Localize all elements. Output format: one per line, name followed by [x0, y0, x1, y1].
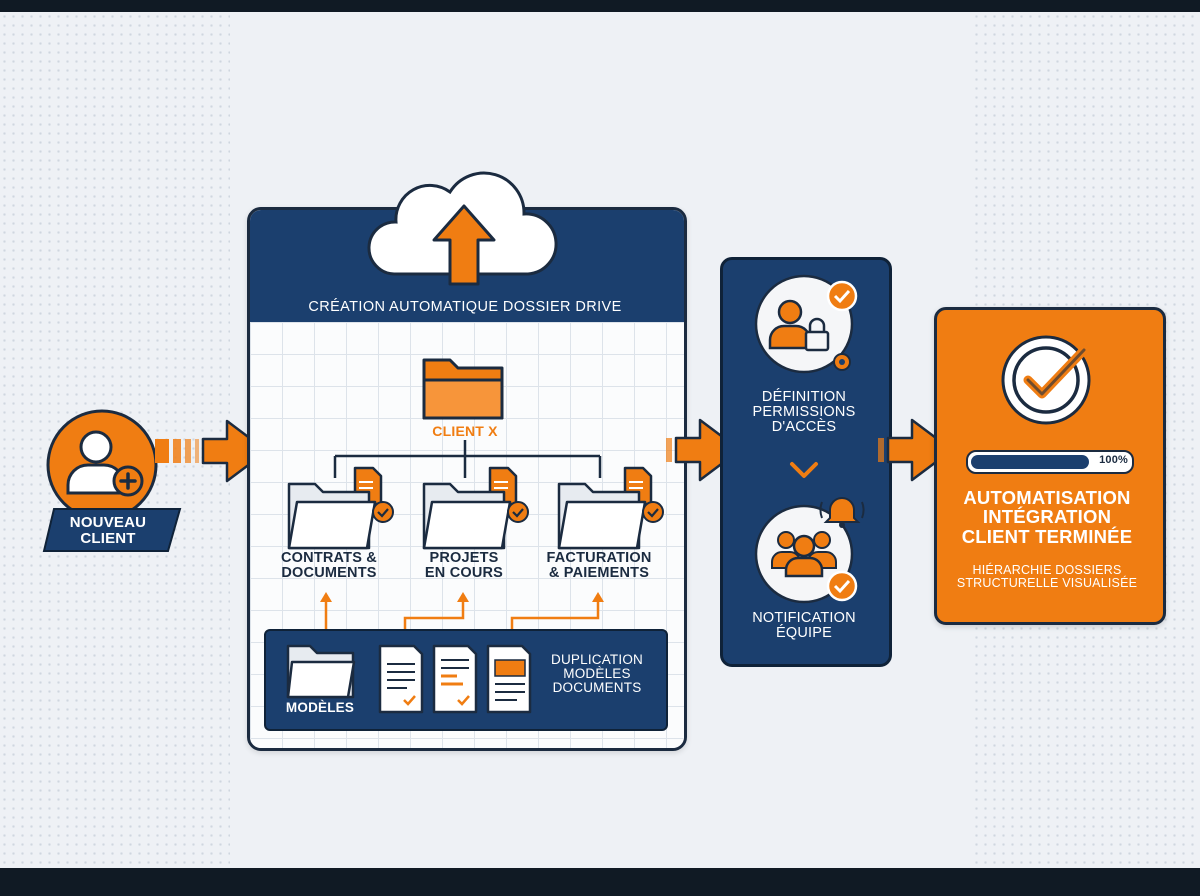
check-circle-large-icon: [1001, 335, 1091, 425]
subfolder-icon-3: [557, 466, 664, 550]
permissions-line1: DÉFINITION: [761, 389, 847, 405]
new-client-label-line2: CLIENT: [80, 529, 136, 547]
diagram-canvas: NOUVEAU CLIENT CRÉATION AUTOMATIQUE DOSS…: [0, 12, 1200, 868]
check-circle-icon: [826, 280, 858, 312]
subfolder-label-3: FACTURATION & PAIEMENTS: [532, 550, 666, 582]
result-subtitle-line2: STRUCTURELLE VISUALISÉE: [956, 576, 1138, 591]
team-icon: [771, 531, 837, 578]
templates-folder-icon: [286, 644, 356, 699]
template-doc-icon-1: [378, 644, 424, 714]
templates-line2: MODÈLES: [563, 666, 631, 682]
subfolder-1-line1: CONTRATS &: [281, 550, 377, 566]
subfolder-3-line1: FACTURATION: [546, 550, 652, 566]
folder-tree-connector: [333, 440, 602, 478]
subfolder-label-2: PROJETS EN COURS: [397, 550, 531, 582]
template-documents-icons: [378, 644, 532, 714]
progress-fill: [971, 455, 1089, 469]
user-plus-icon: [66, 430, 144, 497]
subfolder-2-line2: EN COURS: [424, 565, 504, 582]
result-subtitle: HIÉRARCHIE DOSSIERS STRUCTURELLE VISUALI…: [940, 563, 1154, 591]
progress-label: 100%: [1099, 454, 1128, 466]
check-circle-icon-2: [826, 570, 858, 602]
user-lock-icon: [768, 299, 830, 352]
new-client-node: [42, 409, 182, 552]
result-title-line2: INTÉGRATION: [982, 506, 1112, 528]
templates-line3: DOCUMENTS: [552, 680, 642, 696]
subfolder-1-line2: DOCUMENTS: [281, 565, 377, 582]
chevron-down-icon: [790, 462, 818, 478]
team-notification-icon: [754, 497, 865, 604]
root-folder-icon: [422, 358, 504, 420]
new-client-label-line1: NOUVEAU: [69, 514, 147, 531]
cloud-upload-icon: [367, 171, 558, 286]
notification-label: NOTIFICATION ÉQUIPE: [725, 610, 883, 642]
result-title-line3: CLIENT TERMINÉE: [961, 525, 1133, 547]
root-folder-label: CLIENT X: [432, 423, 498, 439]
bell-icon: [819, 497, 865, 528]
gear-icon: [833, 353, 851, 371]
templates-duplication-label: DUPLICATION MODÈLES DOCUMENTS: [538, 652, 656, 696]
templates-line1: DUPLICATION: [551, 652, 643, 667]
result-subtitle-line1: HIÉRARCHIE DOSSIERS: [972, 563, 1122, 577]
subfolder-icon-1: [287, 466, 394, 550]
template-doc-icon-2: [432, 644, 478, 714]
drive-title: CRÉATION AUTOMATIQUE DOSSIER DRIVE: [308, 299, 622, 315]
template-doc-icon-3: [486, 644, 532, 714]
notification-line2: ÉQUIPE: [776, 625, 832, 642]
flow-arrow-3: [878, 418, 954, 482]
check-badge-icon-1: [372, 501, 394, 523]
new-client-label: NOUVEAU CLIENT: [48, 515, 168, 547]
permissions-icon: [754, 274, 858, 374]
permissions-line3: D'ACCÈS: [771, 419, 837, 436]
result-title-line1: AUTOMATISATION: [963, 487, 1131, 508]
permissions-line2: PERMISSIONS: [752, 404, 856, 421]
subfolder-2-line1: PROJETS: [429, 550, 499, 566]
templates-folder-label: MODÈLES: [285, 700, 355, 715]
permissions-label: DÉFINITION PERMISSIONS D'ACCÈS: [725, 389, 883, 436]
subfolder-icon-2: [422, 466, 529, 550]
subfolder-label-1: CONTRATS & DOCUMENTS: [262, 550, 396, 582]
new-client-label-plate: [42, 508, 182, 552]
progress-bar: 100%: [966, 450, 1134, 474]
subfolder-3-line2: & PAIEMENTS: [548, 565, 650, 582]
notification-line1: NOTIFICATION: [752, 610, 856, 626]
result-title: AUTOMATISATION INTÉGRATION CLIENT TERMIN…: [940, 487, 1154, 547]
